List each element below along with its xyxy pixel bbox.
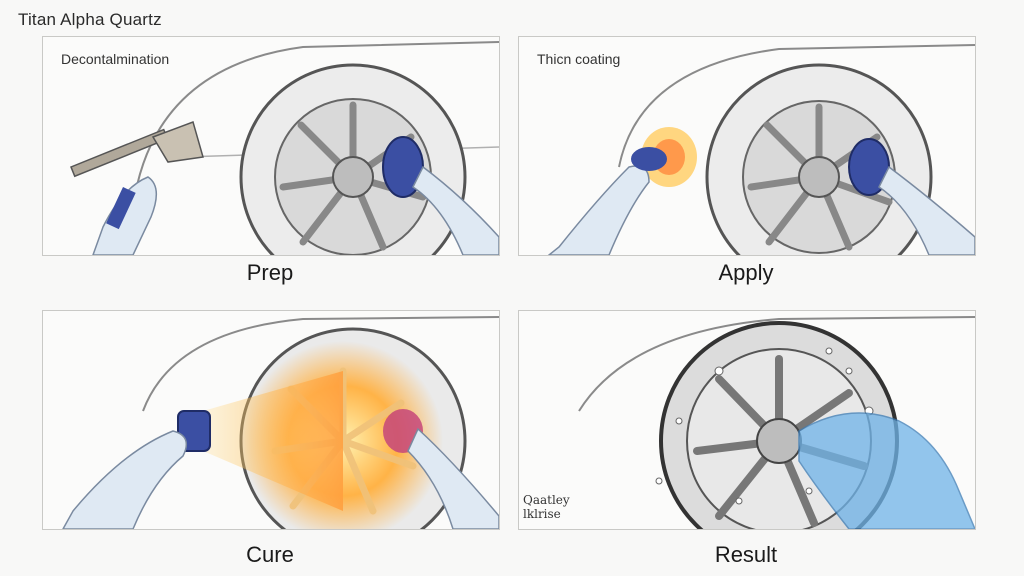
step-panel-result: Qaatley lklrise (518, 310, 976, 530)
prep-sublabel: Decontalmination (61, 51, 170, 67)
step-panel-prep: Decontalmination (42, 36, 500, 256)
step-panel-cure (42, 310, 500, 530)
apply-illustration (547, 44, 975, 255)
apply-caption: Apply (718, 260, 774, 285)
result-signature-note: Qaatley lklrise (523, 493, 570, 521)
result-illustration (578, 316, 975, 529)
step-panel-apply: Thicn coating (518, 36, 976, 256)
apply-sublabel: Thicn coating (537, 51, 621, 67)
prep-illustration (70, 41, 499, 255)
page-title: Titan Alpha Quartz (18, 10, 162, 29)
prep-caption: Prep (246, 260, 294, 285)
result-caption: Result (714, 542, 778, 567)
cure-illustration (62, 316, 499, 529)
cure-caption: Cure (246, 542, 294, 567)
